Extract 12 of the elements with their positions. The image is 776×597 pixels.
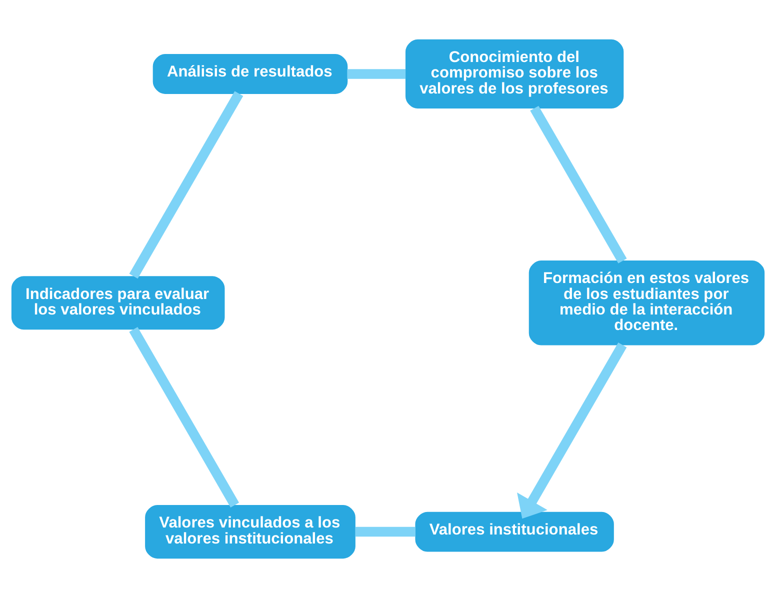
node-box: Indicadores para evaluar los valores vinculados — [11, 276, 225, 330]
arrow — [517, 342, 627, 518]
node-box: Formación en estos valores de los estudiantes por medio de la interacción docente. — [528, 260, 765, 345]
connector — [355, 526, 416, 536]
connector — [530, 105, 627, 263]
connector — [129, 90, 244, 278]
connector — [347, 68, 406, 78]
node-box: Valores vinculados a los valores institucionales — [145, 504, 356, 558]
connector — [129, 326, 240, 508]
node-box: Conocimiento del compromiso sobre los valores de los profesores — [405, 38, 624, 108]
node-box: Análisis de resultados — [152, 54, 348, 94]
node-box: Valores institucionales — [415, 511, 614, 552]
